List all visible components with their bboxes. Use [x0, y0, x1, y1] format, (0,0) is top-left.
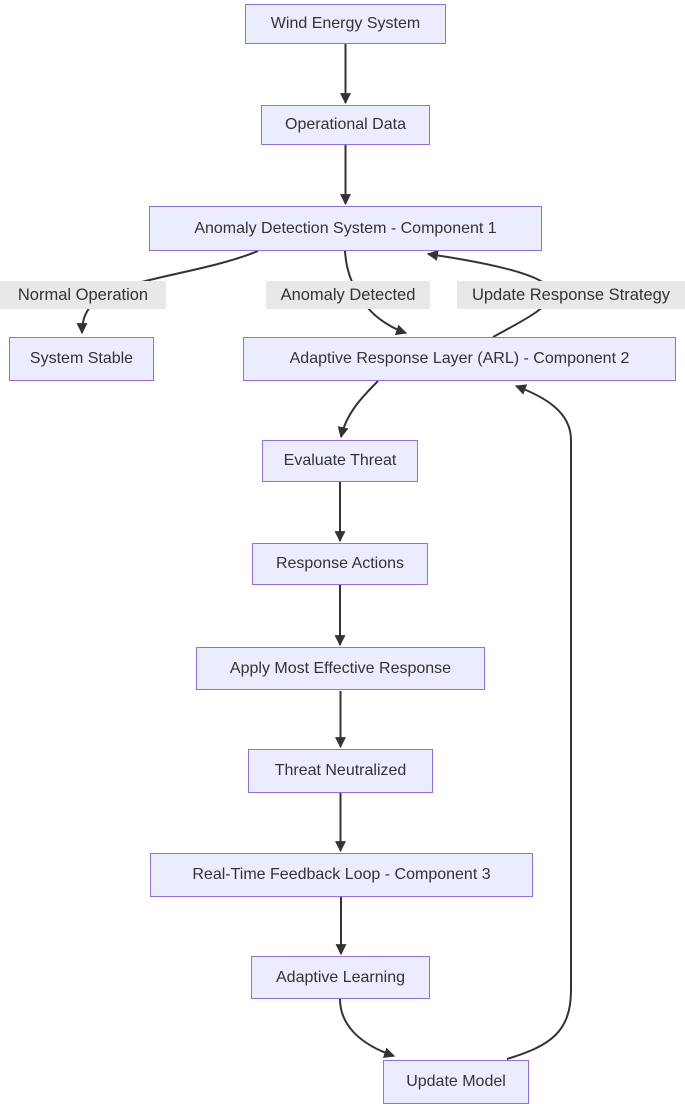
- edge-label-update-response-strategy: Update Response Strategy: [457, 281, 685, 309]
- edge-label-text: Anomaly Detected: [280, 285, 416, 304]
- node-threat-neutralized: Threat Neutralized: [248, 749, 433, 793]
- node-label: Apply Most Effective Response: [229, 659, 452, 677]
- node-real-time-feedback-loop: Real-Time Feedback Loop - Component 3: [150, 853, 533, 897]
- edge-label-text: Update Response Strategy: [471, 285, 671, 304]
- node-label: Adaptive Learning: [276, 968, 405, 986]
- node-anomaly-detection-system: Anomaly Detection System - Component 1: [149, 206, 542, 251]
- edge-label-text: Normal Operation: [17, 285, 149, 304]
- edge-learning-to-update-model: [339, 998, 396, 1058]
- node-label: Wind Energy System: [270, 15, 421, 32]
- node-adaptive-response-layer: Adaptive Response Layer (ARL) - Componen…: [243, 337, 676, 381]
- node-label: Response Actions: [275, 555, 405, 572]
- edge-update-model-to-arl: [506, 384, 572, 1060]
- node-update-model: Update Model: [383, 1060, 529, 1104]
- node-evaluate-threat: Evaluate Threat: [262, 440, 418, 482]
- node-system-stable: System Stable: [9, 337, 154, 381]
- node-label: Threat Neutralized: [274, 762, 407, 779]
- node-label: Anomaly Detection System - Component 1: [194, 219, 497, 237]
- edge-label-normal-operation: Normal Operation: [0, 281, 166, 309]
- node-response-actions: Response Actions: [252, 543, 428, 585]
- node-label: Adaptive Response Layer (ARL) - Componen…: [289, 350, 630, 367]
- edge-label-anomaly-detected: Anomaly Detected: [266, 281, 430, 309]
- node-apply-most-effective-response: Apply Most Effective Response: [196, 647, 485, 690]
- node-operational-data: Operational Data: [261, 105, 430, 145]
- node-adaptive-learning: Adaptive Learning: [251, 956, 430, 999]
- node-label: Operational Data: [285, 116, 406, 133]
- node-wind-energy-system: Wind Energy System: [245, 4, 446, 44]
- node-label: Real-Time Feedback Loop - Component 3: [192, 866, 491, 883]
- node-label: Update Model: [406, 1073, 506, 1090]
- node-label: Evaluate Threat: [283, 452, 397, 469]
- node-label: System Stable: [29, 350, 134, 367]
- edge-arl-to-evaluate: [337, 380, 379, 439]
